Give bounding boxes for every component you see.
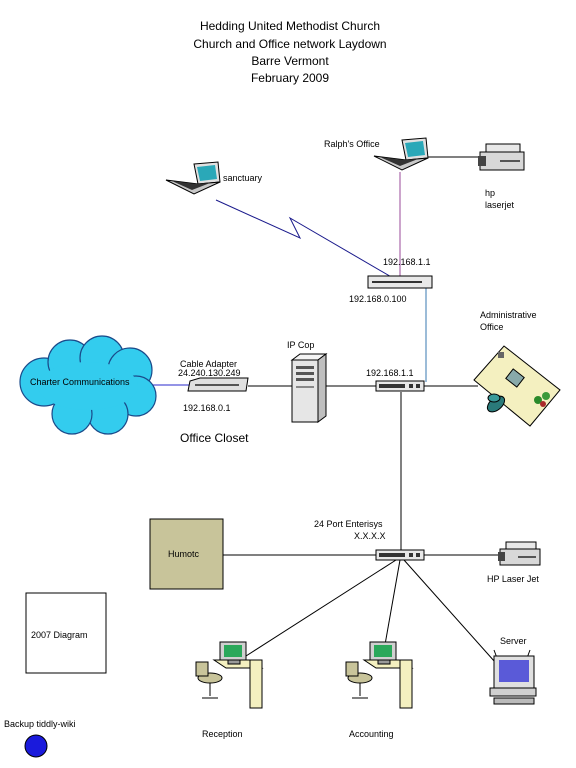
label-accounting: Accounting [349,729,394,739]
charter-cloud [19,335,157,435]
laptop-icon [373,137,429,171]
switch-icon [375,380,425,392]
title-line-1: Hedding United Methodist Church [199,19,381,33]
label-charter: Charter Communications [30,377,130,387]
workstation-icon [345,641,414,709]
cable-adapter-icon [187,377,249,392]
humotc-box [149,518,224,590]
label-diagram-2007[interactable]: 2007 Diagram [31,630,88,640]
workstation-icon [195,641,264,709]
label-cable-adapter-ip: 24.240.130.249 [178,368,241,378]
printer-icon [478,143,525,171]
diagram-2007-box[interactable] [25,592,107,674]
label-router-ip-bottom: 192.168.0.100 [349,294,407,304]
label-humotc: Humotc [168,549,200,559]
label-server: Server [500,636,527,646]
label-hp-line2: laserjet [485,200,515,210]
router-icon [367,275,433,289]
label-router-ip-top: 192.168.1.1 [383,257,431,267]
server-tower-icon [290,353,328,423]
title-line-2: Church and Office network Laydown [193,37,387,51]
label-hp-line1: hp [485,188,496,198]
label-ralphs-office: Ralph's Office [324,139,380,149]
label-ip-cop: IP Cop [287,340,315,350]
admin-office-icon [473,345,561,427]
label-admin-line1: Administrative [480,310,537,320]
title-line-3: Barre Vermont [251,54,329,68]
label-cable-adapter-lan: 192.168.0.1 [183,403,231,413]
server-pc-icon [489,649,537,705]
label-enterasys-line2: X.X.X.X [354,531,386,541]
label-reception: Reception [202,729,243,739]
label-backup-wiki[interactable]: Backup tiddly-wiki [4,719,76,729]
link-enterasys-accounting [382,559,401,657]
label-cable-adapter: Cable Adapter [180,359,238,369]
link-enterasys-reception [245,559,397,657]
title-line-4: February 2009 [250,71,330,85]
label-admin-line2: Office [480,322,504,332]
printer-icon [498,541,541,566]
label-switch-ip: 192.168.1.1 [366,368,414,378]
link-enterasys-server [403,559,496,663]
enterasys-switch-icon [375,549,425,561]
laptop-icon [165,161,221,195]
wireless-link-sanctuary [215,199,401,283]
backup-wiki-dot[interactable] [24,734,48,758]
label-enterasys-line1: 24 Port Enterisys [314,519,383,529]
label-office-closet: Office Closet [180,431,249,445]
label-hp-laser-jet: HP Laser Jet [487,574,539,584]
label-sanctuary: sanctuary [223,173,263,183]
